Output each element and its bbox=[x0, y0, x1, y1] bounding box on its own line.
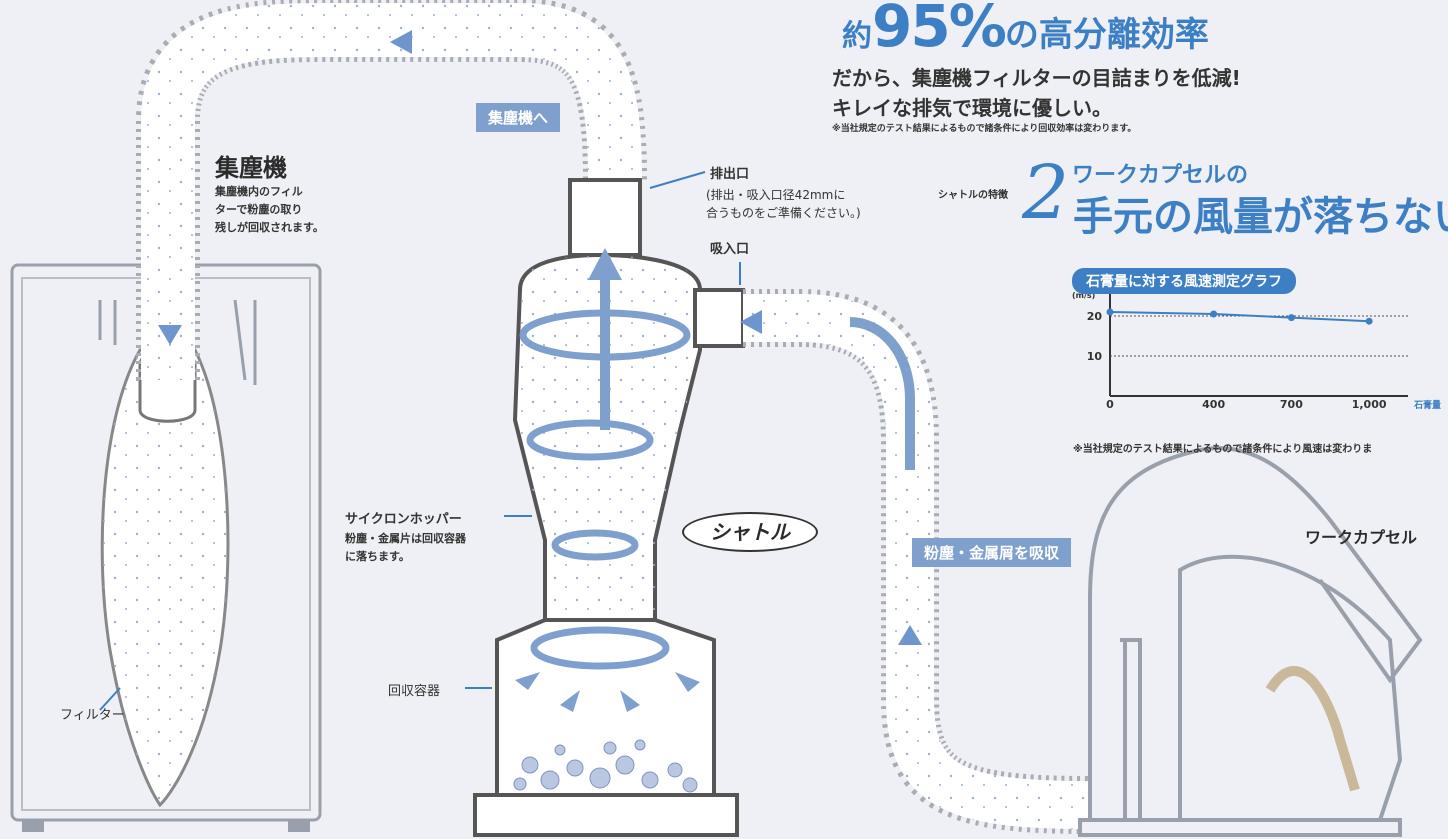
shuttle-logo: シャトル bbox=[682, 512, 818, 552]
suction-hose bbox=[740, 289, 1091, 834]
feature-label: シャトルの特徴 bbox=[938, 190, 1008, 201]
efficiency-headline: 約95%の高分離効率 bbox=[842, 0, 1209, 60]
headline-percent: 95% bbox=[872, 0, 1007, 60]
to-collector-tag: 集塵機へ bbox=[476, 103, 561, 132]
chart-x-tick: 1,000 bbox=[1352, 398, 1387, 411]
pointer-lines bbox=[99, 171, 741, 711]
headline-line1: だから、集塵機フィルターの目詰まりを低減! bbox=[832, 66, 1241, 90]
dust-collector-desc-2: ターで粉塵の取り bbox=[215, 203, 303, 216]
graph-title: 石膏量に対する風速測定グラフ bbox=[1072, 268, 1296, 294]
feature-number: 2 bbox=[1022, 150, 1070, 236]
work-capsule bbox=[1078, 446, 1423, 837]
container-label: 回収容器 bbox=[388, 684, 441, 699]
chart-y-unit: (m/s) bbox=[1072, 291, 1095, 300]
chart-x-label: 石膏量 bbox=[1413, 399, 1441, 411]
chart-series-line bbox=[1109, 311, 1370, 323]
feature-title: 手元の風量が落ちない bbox=[1073, 194, 1448, 240]
chart-x-tick: 400 bbox=[1202, 398, 1225, 411]
cyclone-body bbox=[473, 178, 745, 837]
headline-line2: キレイな排気で環境に優しい。 bbox=[832, 96, 1112, 120]
feature-subtitle: ワークカプセルの bbox=[1072, 163, 1249, 188]
dust-collector-desc-1: 集塵機内のフィル bbox=[215, 185, 303, 198]
hopper-label: サイクロンホッパー bbox=[345, 512, 462, 527]
headline-suffix: の高分離効率 bbox=[1004, 15, 1209, 55]
chart-x-tick: 0 bbox=[1106, 398, 1114, 411]
capsule-label: ワークカプセル bbox=[1305, 528, 1418, 547]
headline-prefix: 約 bbox=[842, 19, 872, 54]
chart-x-tick: 700 bbox=[1280, 398, 1303, 411]
chart-point bbox=[1106, 308, 1114, 316]
outlet-label: 排出口 bbox=[710, 167, 750, 182]
dust-collector-desc-3: 残しが回収されます。 bbox=[215, 221, 324, 234]
chart-point bbox=[1365, 317, 1373, 325]
chart-y-tick: 10 bbox=[1087, 350, 1103, 363]
chart-point bbox=[1210, 310, 1218, 318]
chart-point bbox=[1287, 314, 1295, 322]
filter-label: フィルター bbox=[60, 708, 125, 723]
inlet-label: 吸入口 bbox=[710, 242, 750, 257]
hopper-desc-2: に落ちます。 bbox=[345, 550, 410, 563]
headline-note: ※当社規定のテスト結果によるもので諸条件により回収効率は変わります。 bbox=[832, 124, 1137, 134]
hopper-desc-1: 粉塵・金属片は回収容器 bbox=[345, 532, 466, 545]
dust-collector-title: 集塵機 bbox=[215, 154, 287, 182]
outlet-note-2: 合うものをご準備ください。) bbox=[706, 206, 861, 220]
graph-note: ※当社規定のテスト結果によるもので諸条件により風速は変わりま bbox=[1073, 444, 1373, 455]
outlet-hose bbox=[136, 0, 647, 380]
chart-y-tick: 20 bbox=[1087, 310, 1103, 323]
suction-tag: 粉塵・金属屑を吸収 bbox=[912, 538, 1072, 567]
outlet-note-1: (排出・吸入口径42mmに bbox=[706, 188, 846, 202]
